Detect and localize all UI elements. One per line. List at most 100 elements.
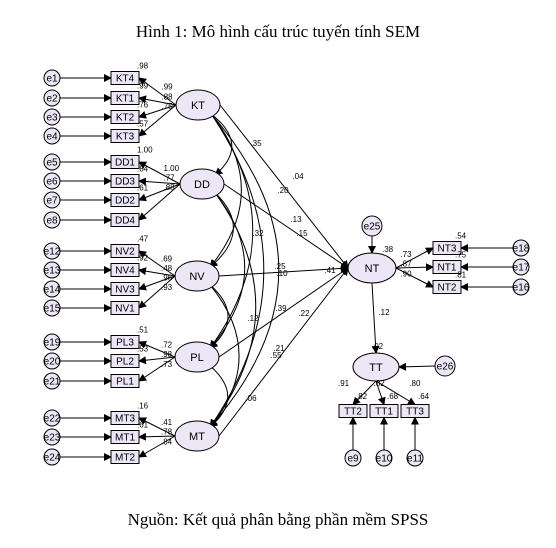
indicator-label-nv4: NV4	[115, 266, 135, 277]
loading-path-pl1	[138, 356, 176, 382]
loading-path-pl2	[138, 356, 176, 365]
error-label-e18: e18	[513, 244, 530, 255]
error-e6	[43, 172, 61, 190]
covariance-label-kt-pl: .13	[290, 215, 302, 224]
error-e9	[344, 449, 362, 467]
indicator-dd3	[110, 174, 140, 188]
loading-path-nt1	[395, 263, 434, 272]
loading-path-nt2	[395, 267, 434, 288]
error-label-e26: e26	[437, 362, 454, 373]
loading-path-kt1	[138, 95, 177, 106]
loading-path-kt2	[138, 104, 177, 119]
error-label-e1: e1	[46, 74, 58, 85]
error-label-e9: e9	[347, 454, 359, 465]
error-label-e3: e3	[46, 113, 58, 124]
indicator-label-mt2: MT2	[115, 453, 135, 464]
path-pl-nt	[218, 267, 349, 358]
loading-pl1: .73	[161, 360, 173, 369]
indicator-label-nv3: NV3	[115, 285, 135, 296]
covariance-kt-dd	[203, 106, 233, 176]
loading-tt3: .80	[409, 379, 421, 388]
loading-path-dd1	[138, 161, 181, 185]
loading-path-tt1	[375, 380, 386, 406]
indicator-label-tt3: TT3	[406, 407, 424, 418]
loading-nv3: .96	[161, 274, 173, 283]
error-e3	[43, 108, 61, 126]
r2-nv2: .47	[137, 235, 149, 244]
latent-label-pl: PL	[190, 352, 203, 364]
figure-title: Hình 1: Mô hình cấu trúc tuyến tính SEM	[135, 22, 421, 41]
latent-label-mt: MT	[189, 431, 205, 443]
r2-kt4: .98	[137, 62, 149, 71]
indicator-pl3	[110, 335, 140, 349]
covariance-label-dd-nv: .32	[252, 229, 264, 238]
covariance-label-nv-mt: .21	[273, 344, 285, 353]
indicator-nv3	[110, 282, 140, 296]
covariance-label-kt-dd: .35	[250, 139, 262, 148]
error-e16	[512, 278, 530, 296]
latent-label-nv: NV	[189, 271, 205, 283]
indicator-label-nv2: NV2	[115, 247, 135, 258]
r2-latent-tt: .02	[372, 342, 384, 351]
covariance-label-kt-mt: .55	[270, 351, 282, 360]
loading-path-tt2	[352, 380, 377, 406]
loading-mt1: .78	[161, 428, 173, 437]
indicator-nv1	[110, 301, 140, 315]
path-dd-nt	[223, 183, 349, 269]
error-e5	[43, 153, 61, 171]
indicator-nv2	[110, 244, 140, 258]
loading-nt3: .73	[400, 250, 412, 259]
loading-path-dd3	[138, 177, 181, 186]
indicator-dd2	[110, 193, 140, 207]
indicator-tt1	[369, 404, 399, 418]
latent-label-nt: NT	[365, 263, 380, 275]
path-mt-nt	[218, 267, 349, 437]
loading-pl2: .98	[161, 350, 173, 359]
error-label-e19: e19	[44, 338, 61, 349]
indicator-label-dd3: DD3	[115, 177, 135, 188]
r2-nt3: .54	[455, 232, 467, 241]
error-label-e21: e21	[44, 377, 61, 388]
error-label-e7: e7	[46, 196, 58, 207]
indicator-label-nt2: NT2	[438, 283, 457, 294]
loading-dd2: .88	[164, 183, 176, 192]
error-e2	[43, 89, 61, 107]
error-label-e8: e8	[46, 216, 58, 227]
loading-mt3: .41	[161, 418, 173, 427]
covariance-label-pl-mt: .06	[245, 394, 257, 403]
error-e18	[512, 239, 530, 257]
r2-tt3: .64	[418, 392, 430, 401]
indicator-label-tt2: TT2	[344, 407, 362, 418]
loading-path-pl3	[138, 341, 176, 358]
error-e24	[43, 448, 61, 466]
error-path-e26	[398, 362, 436, 371]
error-e20	[43, 352, 61, 370]
loading-nt2: .90	[400, 270, 412, 279]
indicator-label-tt1: TT1	[375, 407, 393, 418]
indicator-label-dd1: DD1	[115, 158, 135, 169]
r2-tt2: .82	[356, 392, 368, 401]
r2-dd1: 1.00	[137, 146, 153, 155]
loading-path-nv1	[138, 275, 176, 309]
error-label-e25: e25	[364, 222, 381, 233]
loading-dd3: .77	[164, 174, 176, 183]
latent-label-kt: KT	[191, 100, 205, 112]
covariance-kt-mt	[203, 106, 280, 428]
r2-dd3: .84	[137, 165, 149, 174]
indicator-tt2	[338, 404, 368, 418]
covariance-label-kt-mt: .04	[292, 172, 304, 181]
loading-path-nv3	[138, 275, 176, 291]
error-e14	[43, 280, 61, 298]
latent-pl	[174, 341, 220, 373]
indicator-dd4	[110, 213, 140, 227]
r2-nt1: .75	[455, 251, 467, 260]
indicator-label-kt1: KT1	[116, 94, 135, 105]
indicator-nv4	[110, 263, 140, 277]
error-label-e23: e23	[44, 433, 61, 444]
r2-kt1: .99	[137, 82, 149, 91]
error-e23	[43, 428, 61, 446]
indicator-label-pl2: PL2	[116, 357, 134, 368]
indicator-label-kt3: KT3	[116, 132, 135, 143]
error-e19	[43, 333, 61, 351]
